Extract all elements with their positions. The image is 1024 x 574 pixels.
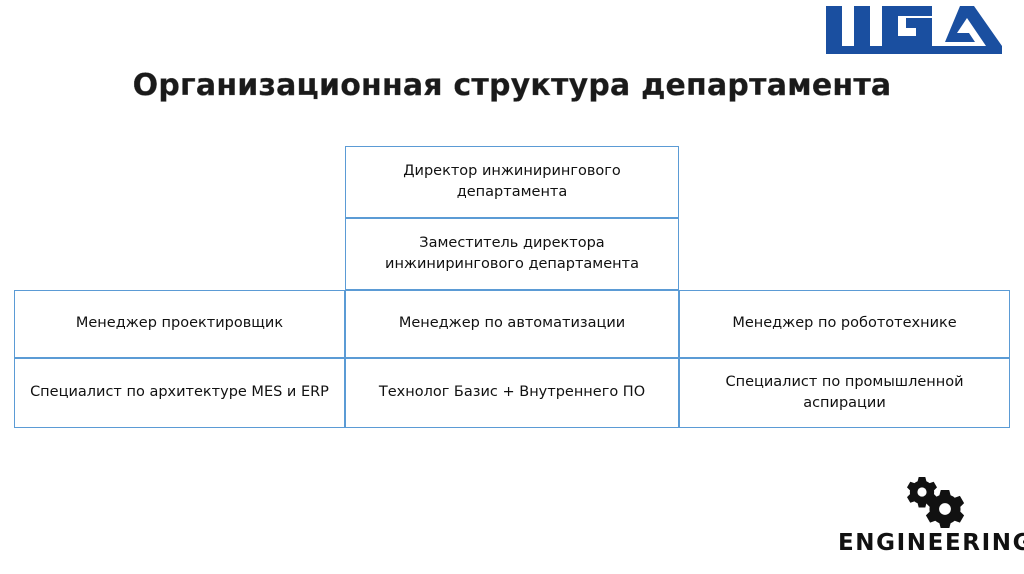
org-cell-manager-robotics[interactable]: Менеджер по робототехнике bbox=[679, 290, 1010, 358]
two-gears-icon bbox=[900, 476, 970, 528]
org-row-specialists: Специалист по архитектуре MES и ERP Техн… bbox=[14, 358, 1010, 428]
engineering-wordmark: ENGINEERING bbox=[838, 530, 1024, 556]
org-row-director: Директор инжинирингового департамента bbox=[14, 146, 1010, 218]
engineering-logo: ENGINEERING bbox=[838, 476, 1024, 568]
page-title: Организационная структура департамента bbox=[132, 68, 892, 103]
org-cell-manager-designer[interactable]: Менеджер проектировщик bbox=[14, 290, 345, 358]
liga-wordmark-icon bbox=[826, 6, 1002, 54]
org-row-deputy-director: Заместитель директора инжинирингового де… bbox=[14, 218, 1010, 290]
org-cell-director[interactable]: Директор инжинирингового департамента bbox=[345, 146, 679, 218]
org-cell-specialist-mes-erp[interactable]: Специалист по архитектуре MES и ERP bbox=[14, 358, 345, 428]
org-cell-deputy-director[interactable]: Заместитель директора инжинирингового де… bbox=[345, 218, 679, 290]
org-cell-manager-automation[interactable]: Менеджер по автоматизации bbox=[345, 290, 679, 358]
large-gear-icon bbox=[925, 490, 965, 528]
liga-logo bbox=[820, 4, 1016, 58]
org-row-managers: Менеджер проектировщик Менеджер по автом… bbox=[14, 290, 1010, 358]
org-structure-chart: Директор инжинирингового департамента За… bbox=[14, 146, 1010, 428]
org-cell-specialist-aspiration[interactable]: Специалист по промышленной аспирации bbox=[679, 358, 1010, 428]
org-cell-technologist-basis[interactable]: Технолог Базис + Внутреннего ПО bbox=[345, 358, 679, 428]
